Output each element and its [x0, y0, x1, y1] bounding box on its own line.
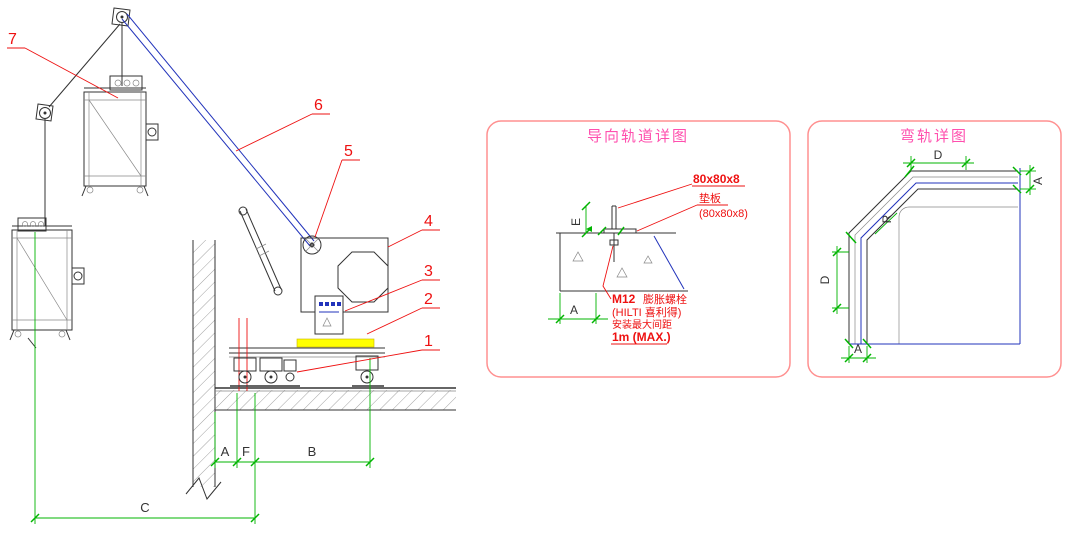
support-strut [238, 206, 283, 296]
pedestal-right [352, 355, 384, 387]
spacing-note-label: 安装最大间距 [612, 318, 672, 331]
pad-label: 垫板 [699, 191, 721, 205]
left-pulley-icon [39, 107, 51, 119]
main-elevation: A F B C 7 6 5 4 3 2 [7, 7, 456, 524]
callouts: 7 6 5 4 3 2 1 [7, 31, 440, 373]
suspended-platform-lower [9, 103, 85, 349]
left-motor-block [17, 217, 47, 232]
anchor-bolt [609, 233, 619, 262]
guide-detail-labels: 80x80x8 垫板 (80x80x8) M12 膨胀螺栓 (HILTI 喜利得… [602, 172, 748, 345]
dim-label-a-bottom: A [854, 342, 862, 356]
guide-rail-detail: 导向轨道详图 [486, 120, 791, 378]
left-suspension-bracket [35, 103, 54, 122]
callout-5: 5 [344, 143, 353, 160]
floor-slab [215, 387, 456, 411]
dim-label-a: A [221, 444, 230, 459]
main-dimensions: A F B C [30, 232, 375, 524]
bend-detail-title: 弯轨详图 [900, 128, 968, 145]
hoist-motor-block [109, 75, 143, 91]
side-roller-bracket [145, 123, 159, 141]
dim-label-f: F [242, 444, 250, 459]
callout-1: 1 [424, 333, 433, 350]
dim-label-c: C [140, 500, 149, 515]
bend-detail-dimensions: D A D A R [818, 148, 1045, 363]
warning-triangle-icon [322, 317, 332, 327]
dim-label-d-top: D [934, 148, 943, 162]
angle-size-label: 80x80x8 [693, 172, 740, 186]
trolley-track [229, 318, 385, 391]
dim-label-e: E [569, 218, 583, 226]
spacing-value-label: 1m (MAX.) [612, 330, 671, 344]
wall-section [185, 240, 222, 500]
hoist-machine [296, 235, 389, 348]
highlight-bar [296, 338, 375, 348]
cable-drum-octagon [337, 251, 389, 303]
winch-drum-icon [302, 235, 322, 255]
left-arm [48, 23, 121, 108]
guide-angle-bracket [603, 205, 637, 234]
top-pulley-icon [116, 11, 128, 23]
callout-6: 6 [314, 97, 323, 114]
dim-label-d-left: D [818, 275, 832, 284]
detail-box-frame-2 [807, 120, 1062, 378]
wall-break-symbol [185, 477, 222, 500]
callout-2: 2 [424, 291, 433, 308]
guide-detail-drawing: E A [548, 201, 688, 324]
guide-detail-title: 导向轨道详图 [587, 128, 689, 145]
callout-7: 7 [8, 31, 17, 48]
left-side-roller-bracket [71, 267, 85, 285]
pad-size-label: (80x80x8) [699, 208, 748, 220]
dim-label-a-right: A [1031, 177, 1045, 185]
bolt-code-label: M12 [612, 292, 636, 306]
callout-3: 3 [424, 263, 433, 280]
detail-box-frame [486, 120, 791, 378]
dim-label-a-guide: A [570, 303, 578, 317]
dim-label-radius: R [880, 214, 894, 223]
left-side-roller-icon [73, 271, 83, 281]
control-box [314, 295, 344, 335]
trolley-left [230, 357, 300, 387]
side-roller-icon [147, 127, 157, 137]
dim-label-b: B [308, 444, 317, 459]
davit-boom [48, 13, 315, 247]
bolt-brand-label: (HILTI 喜利得) [612, 306, 681, 319]
bolt-name-label: 膨胀螺栓 [643, 292, 687, 306]
bend-rail-detail: 弯轨详图 [807, 120, 1062, 378]
callout-4: 4 [424, 213, 433, 230]
suspended-platform-upper [81, 7, 159, 197]
bend-rail-drawing [844, 165, 1022, 349]
